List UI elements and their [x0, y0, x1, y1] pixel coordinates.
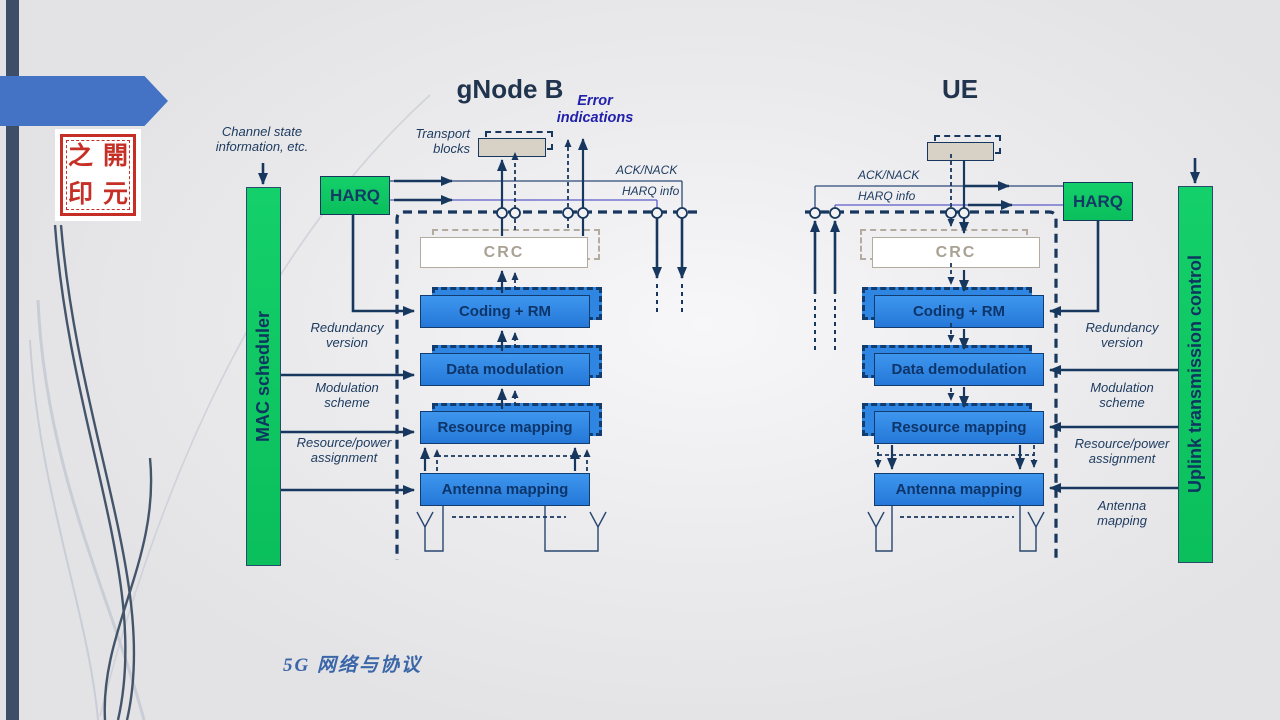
- gnb-crc-box: CRC: [420, 237, 588, 268]
- gnb-ack-nack-label: ACK/NACK: [616, 163, 678, 177]
- left-sidebar-accent-bar: [6, 0, 19, 720]
- gnb-antenna-box: Antenna mapping: [420, 473, 590, 506]
- gnb-crc-label: CRC: [483, 243, 525, 261]
- stamp-char: 元: [102, 180, 128, 208]
- ue-antenna-box: Antenna mapping: [874, 473, 1044, 506]
- ue-harq-label: HARQ: [1072, 191, 1124, 211]
- stamp-char: 開: [102, 142, 128, 170]
- gnb-title: gNode B: [456, 74, 564, 104]
- ue-redundancy-version-label: Redundancy version: [1085, 320, 1159, 351]
- ue-resource-label: Resource mapping: [891, 419, 1027, 436]
- mac-scheduler-label: MAC scheduler: [253, 310, 273, 443]
- gnb-resource-label: Resource mapping: [437, 419, 573, 436]
- uplink-transmission-control-label: Uplink transmission control: [1185, 255, 1205, 494]
- ue-harq-box: HARQ: [1063, 182, 1133, 221]
- gnb-transport-block: [478, 138, 546, 157]
- error-indications-label: Error indications: [556, 93, 634, 127]
- ue-crc-label: CRC: [935, 243, 977, 261]
- ue-modulation-scheme-label: Modulation scheme: [1090, 380, 1154, 411]
- ue-transport-block: [927, 142, 994, 161]
- ue-demodulation-label: Data demodulation: [891, 361, 1027, 378]
- uplink-transmission-control-bar: Uplink transmission control: [1178, 186, 1213, 563]
- gnb-modulation-label: Data modulation: [446, 361, 564, 378]
- gnb-resource-power-label: Resource/power assignment: [296, 435, 392, 466]
- ue-coding-box: Coding + RM: [874, 295, 1044, 328]
- ue-resource-box: Resource mapping: [874, 411, 1044, 444]
- gnb-coding-label: Coding + RM: [458, 303, 552, 320]
- ue-resource-power-label: Resource/power assignment: [1074, 436, 1170, 467]
- ue-title: UE: [941, 74, 979, 104]
- ue-crc-box: CRC: [872, 237, 1040, 268]
- ue-coding-label: Coding + RM: [912, 303, 1006, 320]
- red-seal-stamp: 之 開 印 元: [55, 129, 141, 221]
- gnb-transport-blocks-label: Transport blocks: [415, 126, 470, 157]
- channel-state-label: Channel state information, etc.: [215, 124, 309, 155]
- gnb-coding-box: Coding + RM: [420, 295, 590, 328]
- gnb-harq-box: HARQ: [320, 176, 390, 215]
- gnb-redundancy-version-label: Redundancy version: [310, 320, 384, 351]
- gnb-antenna-label: Antenna mapping: [441, 481, 569, 498]
- gnb-modulation-box: Data modulation: [420, 353, 590, 386]
- stamp-char: 之: [67, 142, 93, 170]
- ue-antenna-mapping-label: Antenna mapping: [1097, 498, 1147, 529]
- slide-footer-title: 5G 网络与协议: [283, 655, 422, 676]
- gnb-harq-info-label: HARQ info: [622, 184, 680, 198]
- ue-antenna-label: Antenna mapping: [895, 481, 1023, 498]
- banner-arrow-shape: [0, 76, 168, 126]
- stamp-frame: 之 開 印 元: [60, 134, 136, 216]
- ue-ack-nack-label: ACK/NACK: [858, 168, 920, 182]
- mac-scheduler-bar: MAC scheduler: [246, 187, 281, 566]
- ue-harq-info-label: HARQ info: [858, 189, 916, 203]
- gnb-harq-label: HARQ: [329, 185, 381, 205]
- stamp-char: 印: [67, 180, 93, 208]
- gnb-modulation-scheme-label: Modulation scheme: [315, 380, 379, 411]
- gnb-resource-box: Resource mapping: [420, 411, 590, 444]
- ue-demodulation-box: Data demodulation: [874, 353, 1044, 386]
